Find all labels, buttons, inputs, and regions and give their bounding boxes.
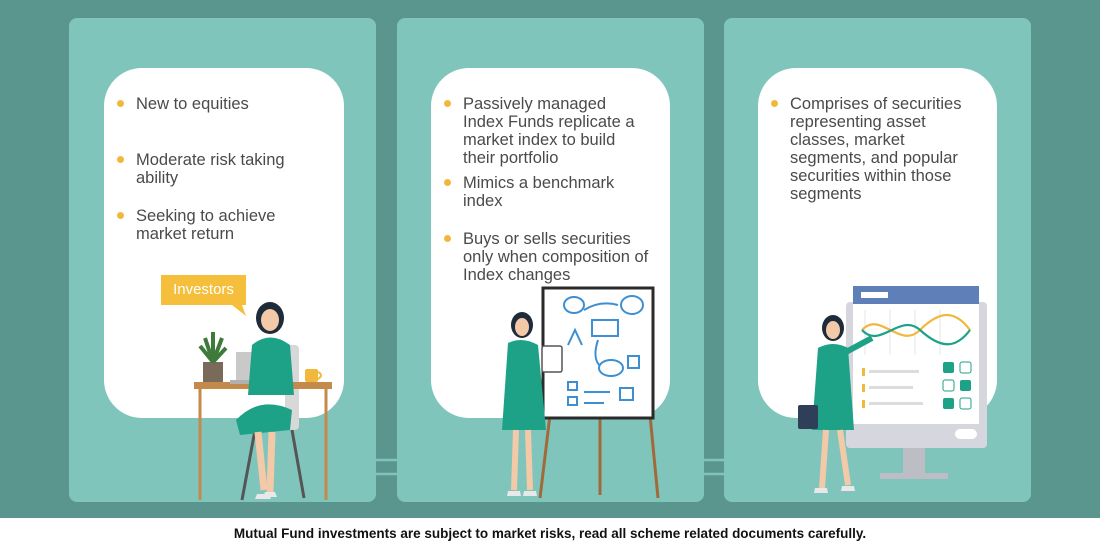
presenter-illustration xyxy=(502,312,563,496)
flip-chart-illustration xyxy=(538,286,660,499)
investor-desk-illustration xyxy=(194,302,332,501)
card-investors xyxy=(104,68,344,418)
bullet-item: New to equities xyxy=(114,95,314,113)
monitor-illustration xyxy=(846,286,987,479)
bullet-item: Seeking to achieve market return xyxy=(114,207,304,243)
businesswoman-illustration xyxy=(798,315,874,493)
bullet-item: Mimics a benchmark index xyxy=(441,174,641,210)
bullet-item: Comprises of securities representing ass… xyxy=(768,95,978,203)
arrow-right-icon xyxy=(376,449,430,485)
illustrations xyxy=(161,275,987,501)
bullet-item: Buys or sells securities only when compo… xyxy=(441,230,651,284)
disclaimer-text: Mutual Fund investments are subject to m… xyxy=(233,526,867,541)
bullet-item: Moderate risk taking ability xyxy=(114,151,304,187)
investors-badge-label: Investors xyxy=(173,281,234,298)
bullet-item: Passively managed Index Funds replicate … xyxy=(441,95,646,167)
arrow-right-icon xyxy=(703,449,757,485)
infographic-background: New to equities Moderate risk taking abi… xyxy=(0,0,1100,518)
investors-badge-icon xyxy=(161,275,246,316)
